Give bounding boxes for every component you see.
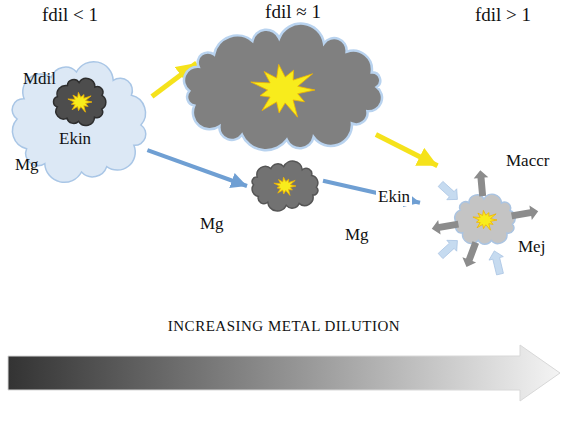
energetic-cloud <box>175 24 391 154</box>
flow-label: Mg <box>343 226 371 244</box>
axis-label: INCREASING METAL DILUTION <box>84 318 484 335</box>
ejection-arrow <box>462 241 479 267</box>
quantity-label: Mg <box>13 156 41 174</box>
cloud-shape <box>53 78 105 125</box>
quantity-label: Mdil <box>21 70 58 88</box>
ejection-arrow <box>474 170 489 196</box>
cloud-outline <box>247 160 323 212</box>
explosion-burst <box>274 177 296 195</box>
cloud-shape <box>184 24 382 151</box>
ejecta-cloud: Ekin <box>50 76 110 152</box>
explosion-burst <box>473 210 497 230</box>
quantity-label: Maccr <box>504 152 551 170</box>
flow-label: Ekin <box>376 188 412 206</box>
regime-heading: fdil ≈ 1 <box>243 1 343 23</box>
explosion-burst <box>68 92 92 112</box>
quantity-label: Mej <box>516 238 547 256</box>
flow-arrow <box>147 150 247 186</box>
cloud-outline <box>175 24 391 154</box>
quantity-label: Ekin <box>57 130 93 148</box>
flow-arrow <box>376 135 438 166</box>
flow-label: Mg <box>198 215 226 233</box>
regime-heading: fdil > 1 <box>453 4 553 26</box>
ejection-arrow <box>432 220 459 235</box>
cloud-shape <box>12 62 146 183</box>
accretion-arrow <box>438 240 457 258</box>
cloud-shape <box>455 194 516 244</box>
accretion-arrow <box>438 181 457 199</box>
cloud-shape <box>252 161 318 211</box>
accretion-arrow <box>489 251 503 275</box>
ejection-arrow <box>511 205 538 220</box>
regime-heading: fdil < 1 <box>20 4 120 26</box>
dilution-gradient-arrow <box>8 345 560 401</box>
exchange-cloud: MaccrMej <box>420 150 566 282</box>
compact-cloud <box>247 160 323 212</box>
diluting-gas-cloud: MdilMg Ekin <box>3 58 155 186</box>
explosion-burst <box>251 64 315 117</box>
